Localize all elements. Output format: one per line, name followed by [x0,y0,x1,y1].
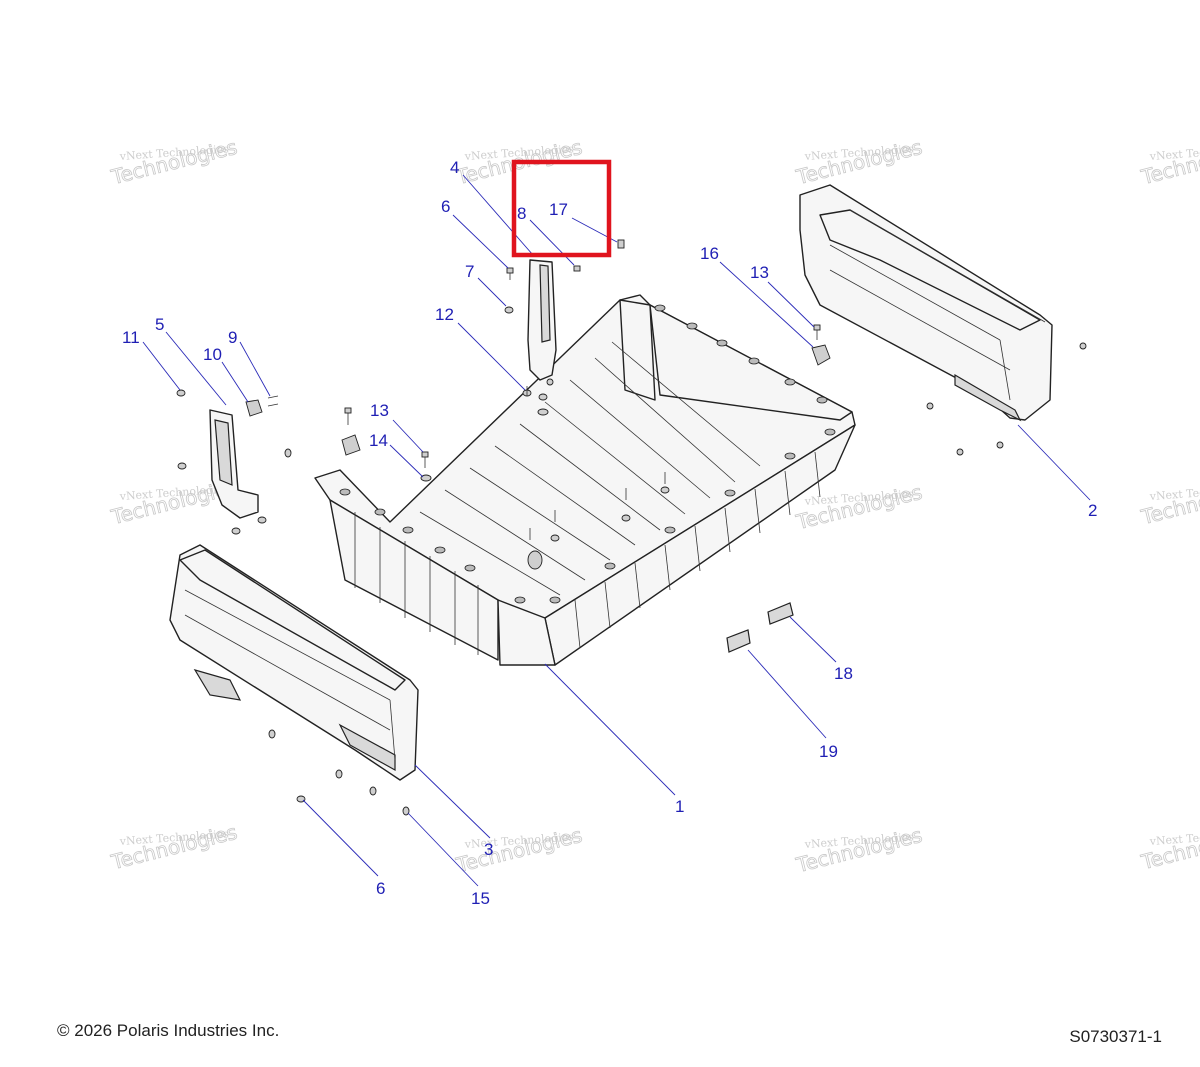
drawing-number: S0730371-1 [1069,1027,1162,1046]
callout-10[interactable]: 10 [203,345,222,364]
callouts: 1 2 3 4 5 6 6 7 8 9 10 11 12 13 13 14 15… [122,158,1097,908]
callout-9[interactable]: 9 [228,328,237,347]
watermark-7: vNext Technologies Technologies [793,479,925,535]
callout-6b[interactable]: 6 [376,879,385,898]
copyright-text: © 2026 Polaris Industries Inc. [57,1021,280,1040]
hw-bolt-15[interactable] [402,806,410,816]
callout-17[interactable]: 17 [549,200,568,219]
callout-8[interactable]: 8 [517,204,526,223]
svg-text:Technologies: Technologies [793,823,924,878]
hw-screw-13a[interactable] [421,451,429,468]
hardware [176,239,1087,816]
watermark-3: vNext Technologies Technologies [793,134,925,190]
hw-screw-11[interactable] [176,389,186,397]
rim-holes [339,304,836,604]
callout-5[interactable]: 5 [155,315,164,334]
wall-ribs [354,451,821,655]
svg-text:Technologies: Technologies [1138,820,1200,875]
callout-6a[interactable]: 6 [441,197,450,216]
callout-7[interactable]: 7 [465,262,474,281]
hw-screw-13b[interactable] [813,324,821,340]
watermark-12: vNext Technologies Technologies [1138,819,1200,875]
callout-14[interactable]: 14 [369,431,388,450]
decal-19[interactable] [726,629,751,653]
watermark-1: vNext Technologies Technologies [108,134,240,190]
watermark-11: vNext Technologies Technologies [793,822,925,878]
svg-text:Technologies: Technologies [108,135,239,190]
svg-text:Technologies: Technologies [108,820,239,875]
callout-3[interactable]: 3 [484,840,493,859]
part-left-side-panel[interactable] [169,544,419,781]
callout-13a[interactable]: 13 [370,401,389,420]
watermark-4: vNext Technologies Technologies [1138,134,1200,190]
callout-13b[interactable]: 13 [750,263,769,282]
callout-1[interactable]: 1 [675,797,684,816]
callout-4[interactable]: 4 [450,158,459,177]
callout-16[interactable]: 16 [700,244,719,263]
svg-text:Technologies: Technologies [453,823,584,878]
floor-ribs [419,341,761,596]
hw-nut-7[interactable] [504,306,514,314]
part-right-side-panel[interactable] [799,184,1053,422]
callout-19[interactable]: 19 [819,742,838,761]
callout-15[interactable]: 15 [471,889,490,908]
watermark-8: vNext Technologies Technologies [1138,474,1200,530]
floor-tiedown [527,550,543,570]
hw-tiedown-16[interactable] [811,344,831,366]
hw-clip-17[interactable] [617,239,625,249]
svg-text:Technologies: Technologies [793,135,924,190]
hw-hinge-10[interactable] [245,399,263,417]
svg-text:Technologies: Technologies [793,480,924,535]
watermark-10: vNext Technologies Technologies [453,822,585,878]
part-front-bracket[interactable] [209,409,259,519]
callout-11[interactable]: 11 [122,328,140,347]
part-cargo-box[interactable] [314,294,856,666]
hw-screw-6a[interactable] [506,267,514,280]
callout-12[interactable]: 12 [435,305,454,324]
hw-bolt-12[interactable] [522,386,532,397]
hw-pin-9[interactable] [267,395,279,407]
hw-screw-8[interactable] [573,265,581,272]
callout-2[interactable]: 2 [1088,501,1097,520]
decal-18[interactable] [767,602,794,625]
callout-18[interactable]: 18 [834,664,853,683]
part-rear-bracket[interactable] [527,259,557,381]
watermark-9: vNext Technologies Technologies [108,819,240,875]
svg-text:Technologies: Technologies [1138,475,1200,530]
hw-washer-14[interactable] [420,474,432,482]
svg-text:Technologies: Technologies [1138,135,1200,190]
highlight-box [511,159,612,258]
